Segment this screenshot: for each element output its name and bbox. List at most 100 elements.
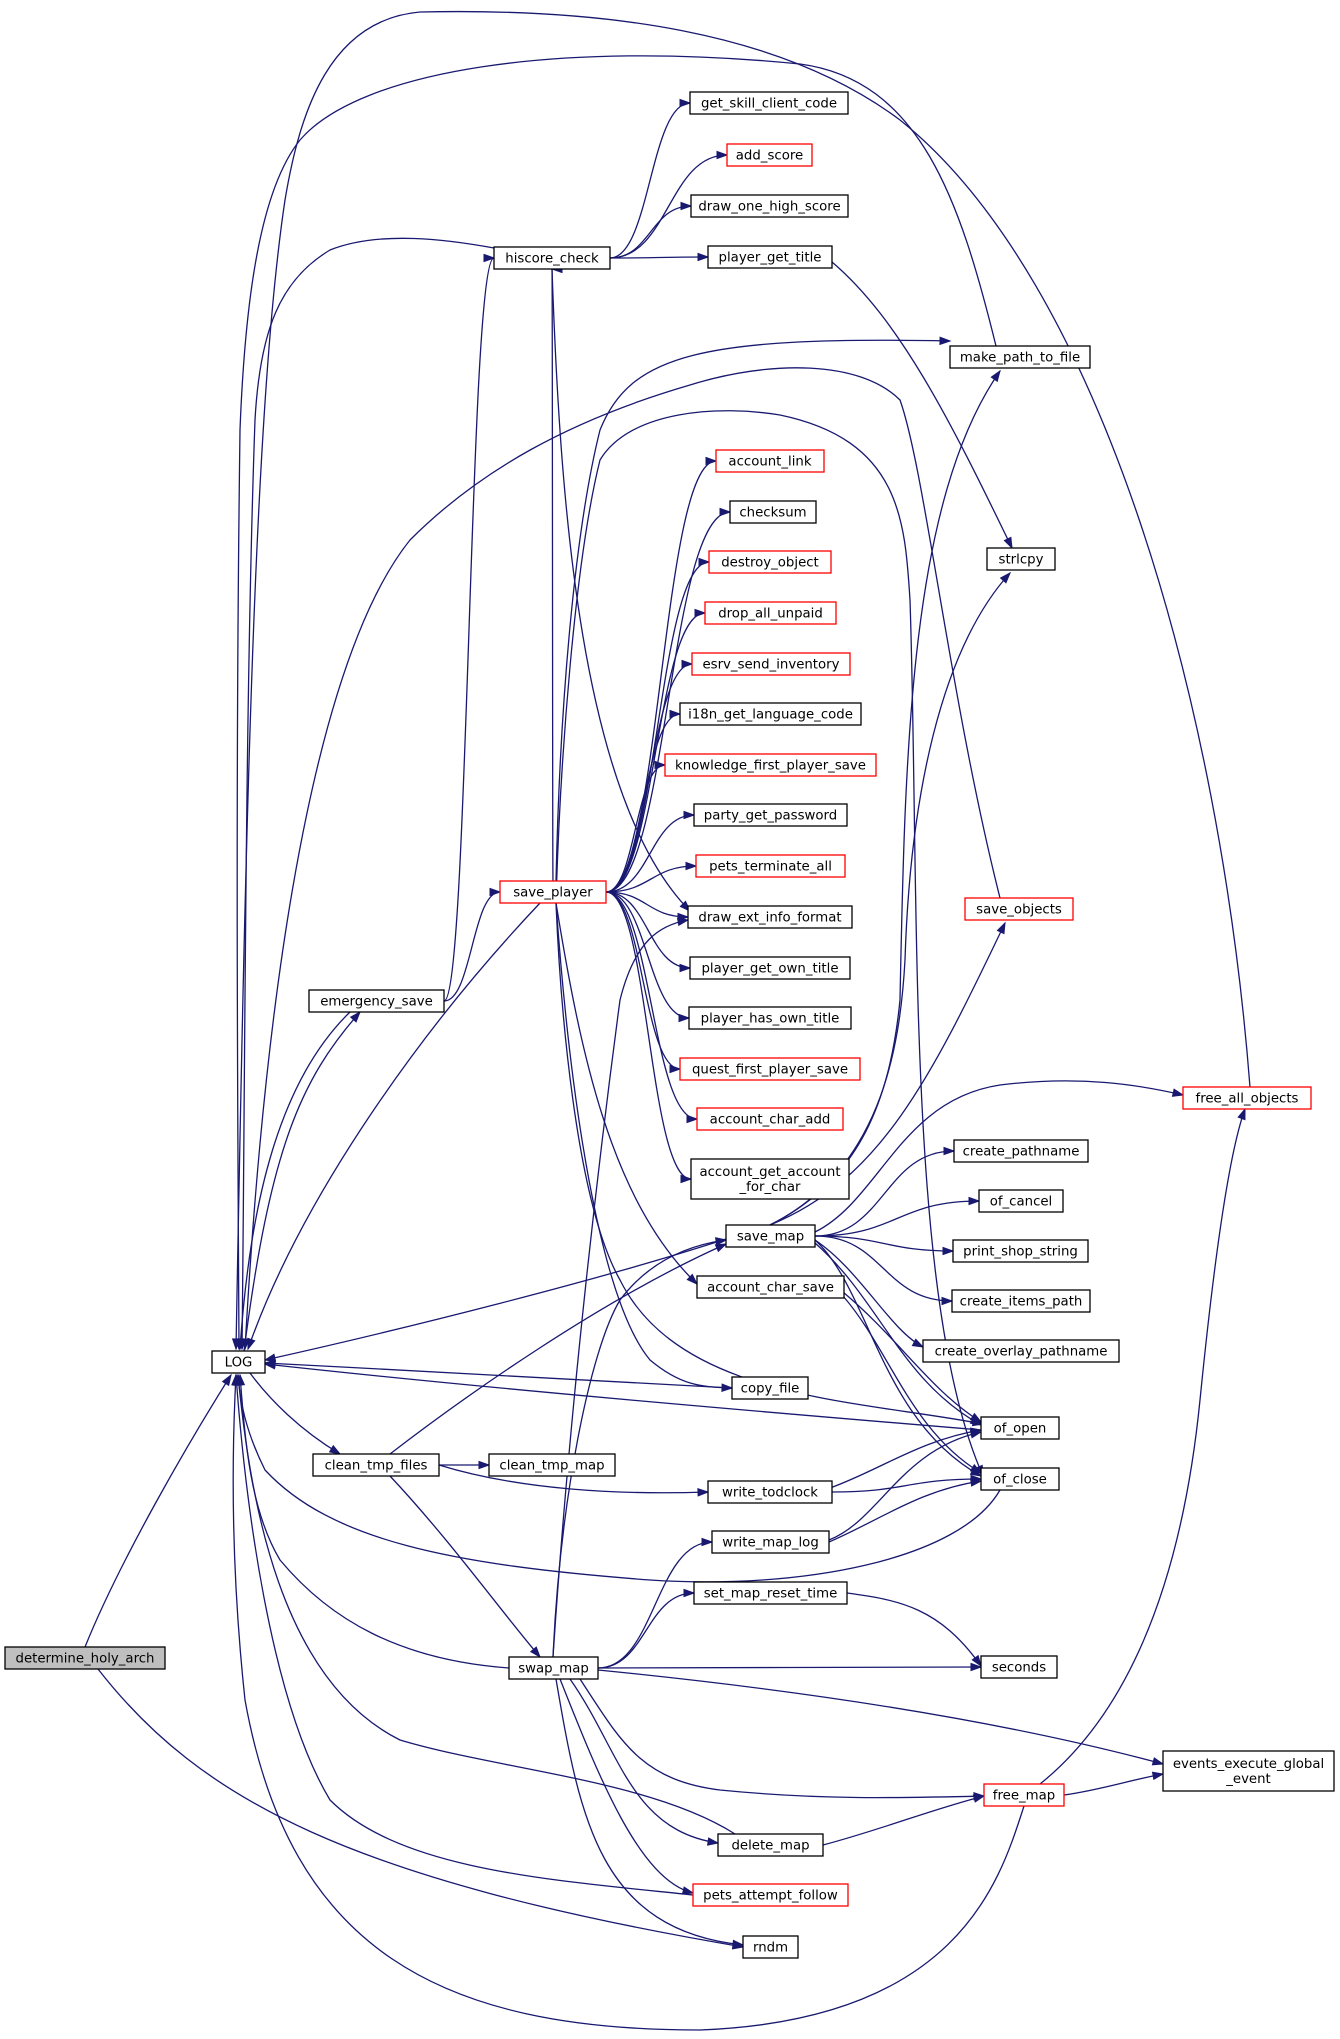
node-determine-holy-arch[interactable]: determine_holy_arch bbox=[4, 1646, 166, 1670]
node-delete-map[interactable]: delete_map bbox=[717, 1833, 824, 1857]
node-save-map[interactable]: save_map bbox=[725, 1224, 816, 1248]
node-label: pets_attempt_follow bbox=[703, 1889, 838, 1904]
edge-save_player-to-player_get_own_title bbox=[605, 891, 692, 973]
node-of-cancel[interactable]: of_cancel bbox=[978, 1189, 1064, 1213]
node-swap-map[interactable]: swap_map bbox=[508, 1656, 599, 1680]
node-destroy-object[interactable]: destroy_object bbox=[708, 550, 832, 574]
node-account-link[interactable]: account_link bbox=[715, 449, 825, 473]
edge-save_player-to-quest_first_player_save bbox=[605, 891, 682, 1074]
arrowhead-icon bbox=[263, 1353, 277, 1362]
edge-line bbox=[605, 891, 690, 1019]
node-save-objects[interactable]: save_objects bbox=[964, 897, 1074, 921]
edge-swap_map-to-set_map_reset_time bbox=[597, 1588, 696, 1669]
node-strlcpy[interactable]: strlcpy bbox=[986, 547, 1056, 571]
arrowhead-icon bbox=[483, 253, 496, 263]
node-account-char-save[interactable]: account_char_save bbox=[696, 1275, 845, 1299]
node-get-skill-client-code[interactable]: get_skill_client_code bbox=[689, 91, 849, 115]
node-hiscore-check[interactable]: hiscore_check bbox=[493, 246, 611, 270]
node-party-get-password[interactable]: party_get_password bbox=[693, 803, 848, 827]
edge-save_map-to-of_cancel bbox=[814, 1196, 981, 1237]
edge-line bbox=[605, 713, 681, 893]
node-player-get-title[interactable]: player_get_title bbox=[707, 245, 833, 269]
arrowhead-icon bbox=[714, 1243, 728, 1253]
edge-line bbox=[605, 612, 706, 893]
arrowhead-icon bbox=[941, 1296, 954, 1306]
edge-free_map-to-events_execute_global_event bbox=[1063, 1771, 1165, 1796]
node-draw-ext-info-format[interactable]: draw_ext_info_format bbox=[687, 905, 853, 929]
arrowhead-icon bbox=[969, 1412, 983, 1423]
node-seconds[interactable]: seconds bbox=[980, 1655, 1058, 1679]
edge-account_char_save-to-of_open bbox=[842, 1291, 983, 1423]
node-write-todclock[interactable]: write_todclock bbox=[707, 1480, 833, 1504]
arrowhead-icon bbox=[990, 369, 1001, 383]
edge-write_map_log-to-of_close bbox=[828, 1478, 983, 1543]
edge-line bbox=[597, 1666, 982, 1669]
node-box bbox=[978, 1189, 1064, 1213]
node-save-player[interactable]: save_player bbox=[499, 880, 607, 904]
node-account-get-account-for-char[interactable]: account_get_account_for_char bbox=[690, 1158, 850, 1200]
node-free-all-objects[interactable]: free_all_objects bbox=[1182, 1086, 1312, 1110]
node-esrv-send-inventory[interactable]: esrv_send_inventory bbox=[691, 652, 851, 676]
node-box bbox=[731, 1376, 809, 1400]
arrowhead-icon bbox=[911, 1338, 925, 1348]
node-box bbox=[687, 905, 853, 929]
edge-save_map-to-make_path_to_file bbox=[769, 369, 1001, 1226]
node-clean-tmp-files[interactable]: clean_tmp_files bbox=[312, 1453, 440, 1477]
node-make-path-to-file[interactable]: make_path_to_file bbox=[949, 345, 1091, 369]
node-player-has-own-title[interactable]: player_has_own_title bbox=[688, 1006, 852, 1030]
node-LOG[interactable]: LOG bbox=[211, 1350, 266, 1374]
edge-set_map_reset_time-to-seconds bbox=[846, 1592, 982, 1668]
arrowhead-icon bbox=[683, 1588, 696, 1598]
node-pets-attempt-follow[interactable]: pets_attempt_follow bbox=[692, 1883, 849, 1907]
arrowhead-icon bbox=[686, 1273, 699, 1286]
edge-hiscore_check-to-get_skill_client_code bbox=[609, 98, 692, 259]
node-box bbox=[692, 1883, 849, 1907]
edge-line bbox=[551, 268, 691, 912]
node-account-char-add[interactable]: account_char_add bbox=[696, 1107, 844, 1131]
node-clean-tmp-map[interactable]: clean_tmp_map bbox=[488, 1453, 616, 1477]
arrowhead-icon bbox=[715, 1237, 728, 1246]
node-of-close[interactable]: of_close bbox=[980, 1467, 1060, 1491]
node-box bbox=[499, 880, 607, 904]
node-knowledge-first-player-save[interactable]: knowledge_first_player_save bbox=[664, 753, 877, 777]
node-box bbox=[691, 652, 851, 676]
node-pets-terminate-all[interactable]: pets_terminate_all bbox=[695, 854, 846, 878]
edge-save_player-to-account_get_account_for_char bbox=[605, 891, 693, 1184]
node-player-get-own-title[interactable]: player_get_own_title bbox=[689, 956, 851, 980]
node-write-map-log[interactable]: write_map_log bbox=[711, 1530, 830, 1554]
node-free-map[interactable]: free_map bbox=[983, 1783, 1065, 1807]
node-quest-first-player-save[interactable]: quest_first_player_save bbox=[679, 1057, 861, 1081]
node-i18n-get-language-code[interactable]: i18n_get_language_code bbox=[679, 702, 862, 726]
node-label: _for_char bbox=[739, 1180, 801, 1195]
edge-save_map-to-LOG bbox=[263, 1238, 727, 1362]
node-label: player_get_title bbox=[719, 251, 822, 266]
node-copy-file[interactable]: copy_file bbox=[731, 1376, 809, 1400]
node-create-overlay-pathname[interactable]: create_overlay_pathname bbox=[922, 1339, 1120, 1363]
node-emergency-save[interactable]: emergency_save bbox=[308, 989, 445, 1013]
node-label: clean_tmp_files bbox=[325, 1459, 428, 1474]
node-rndm[interactable]: rndm bbox=[742, 1935, 799, 1959]
node-print-shop-string[interactable]: print_shop_string bbox=[952, 1239, 1089, 1263]
node-draw-one-high-score[interactable]: draw_one_high_score bbox=[690, 194, 849, 218]
node-of-open[interactable]: of_open bbox=[980, 1416, 1060, 1440]
node-set-map-reset-time[interactable]: set_map_reset_time bbox=[693, 1581, 848, 1605]
node-add-score[interactable]: add_score bbox=[726, 143, 813, 167]
node-create-pathname[interactable]: create_pathname bbox=[953, 1139, 1089, 1163]
node-events-execute-global-event[interactable]: events_execute_global_event bbox=[1162, 1750, 1335, 1792]
edge-line bbox=[814, 1242, 982, 1426]
edges-layer bbox=[84, 10, 1251, 2031]
edge-save_map-to-create_items_path bbox=[814, 1235, 954, 1306]
node-label: strlcpy bbox=[999, 553, 1044, 568]
edge-line bbox=[605, 891, 691, 969]
node-drop-all-unpaid[interactable]: drop_all_unpaid bbox=[704, 601, 837, 625]
node-create-items-path[interactable]: create_items_path bbox=[951, 1289, 1091, 1313]
edge-save_player-to-knowledge_first_player_save bbox=[605, 760, 667, 893]
arrowhead-icon bbox=[680, 1174, 693, 1184]
node-box bbox=[922, 1339, 1120, 1363]
node-checksum[interactable]: checksum bbox=[729, 500, 817, 524]
arrowhead-icon bbox=[680, 201, 693, 211]
arrowhead-icon bbox=[676, 917, 690, 927]
arrowhead-icon bbox=[1003, 536, 1013, 550]
edge-clean_tmp_files-to-swap_map bbox=[389, 1475, 541, 1659]
